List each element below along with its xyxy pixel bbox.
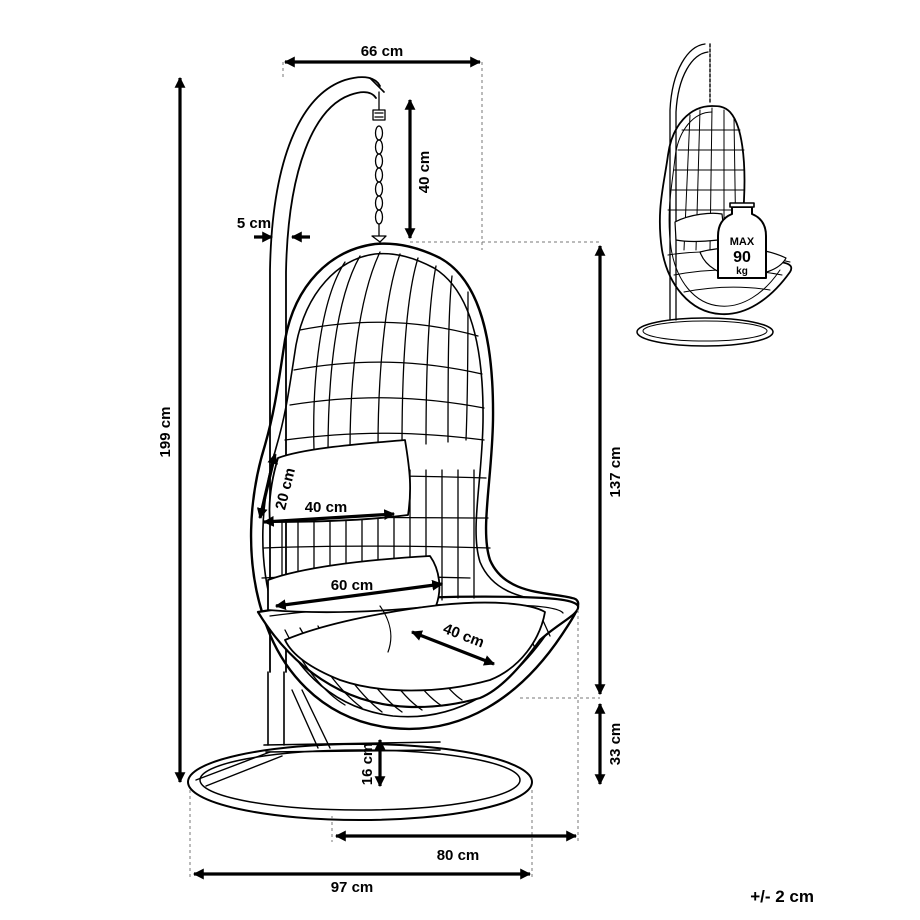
base-stand xyxy=(187,671,533,821)
label-top-width: 66 cm xyxy=(361,43,404,60)
label-pole-thickness: 5 cm xyxy=(237,215,271,232)
badge-value: 90 xyxy=(733,249,751,266)
weight-badge xyxy=(717,202,767,279)
tolerance-note: +/- 2 cm xyxy=(750,887,814,906)
label-base-width: 97 cm xyxy=(331,879,374,896)
label-base-depth: 80 cm xyxy=(437,847,480,864)
label-total-height: 199 cm xyxy=(157,407,174,458)
arrow-seat-width xyxy=(274,579,444,611)
arrow-pillow-height xyxy=(256,452,279,520)
label-seat-width: 60 cm xyxy=(331,577,374,594)
label-floor-clearance: 33 cm xyxy=(607,723,624,766)
label-chain-length: 40 cm xyxy=(416,151,433,194)
badge-max: MAX xyxy=(730,236,755,248)
wicker-ribs xyxy=(261,251,551,713)
label-base-height: 16 cm xyxy=(359,743,376,786)
main-chair-drawing xyxy=(187,76,580,821)
thumbnail-chair-drawing xyxy=(636,43,793,347)
chain xyxy=(371,91,387,243)
badge-unit: kg xyxy=(736,266,748,277)
label-basket-height: 137 cm xyxy=(607,447,624,498)
arrow-pillow-width xyxy=(262,509,396,527)
pole xyxy=(269,76,385,673)
label-pillow-width: 40 cm xyxy=(305,499,348,516)
dimension-arrows xyxy=(174,56,606,880)
arrow-cushion-depth xyxy=(410,630,496,666)
